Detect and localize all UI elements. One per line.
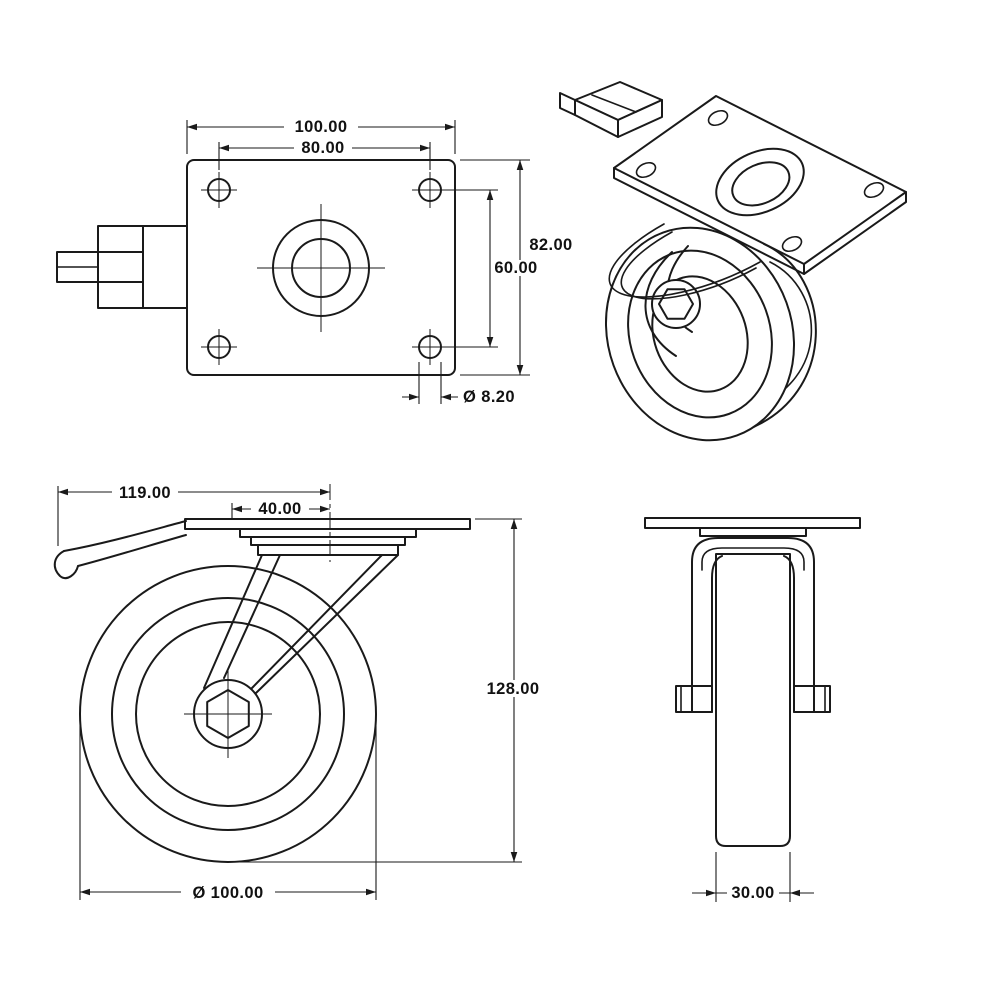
dim-hole-spacing-x: 80.00 <box>301 139 344 157</box>
bolt-holes <box>201 172 448 365</box>
front-axle-bolt-right <box>813 685 831 713</box>
iso-brake-pedal <box>559 81 663 138</box>
iso-plate <box>613 95 907 275</box>
front-dimensions: 30.00 <box>692 852 814 902</box>
side-wheel <box>79 565 377 863</box>
dim-wheel-diameter: Ø 100.00 <box>192 884 263 902</box>
iso-bolt-holes <box>635 109 885 253</box>
mounting-plate-outline <box>186 159 456 376</box>
plate-top-dimensions: 100.00 80.00 82.00 60.00 Ø 8.20 <box>186 118 578 406</box>
front-axle-bolt-left <box>675 685 693 713</box>
front-wheel <box>715 553 791 847</box>
iso-center-bore <box>715 147 805 217</box>
front-plate-raceway <box>644 517 861 537</box>
side-brake-pedal <box>53 520 187 580</box>
dim-plate-width: 100.00 <box>295 118 348 136</box>
side-plate-raceway <box>184 484 471 562</box>
side-dimensions: 119.00 40.00 128.00 Ø 100.00 <box>57 484 546 902</box>
brake-housing <box>56 225 188 309</box>
side-fork <box>184 554 399 758</box>
iso-wheel <box>604 226 817 442</box>
dim-plate-height: 82.00 <box>529 236 572 254</box>
iso-axle-hex-nut <box>658 288 694 320</box>
dim-hole-diameter: Ø 8.20 <box>463 388 515 406</box>
front-fork <box>675 537 831 713</box>
side-view: 119.00 40.00 128.00 Ø 100.00 <box>53 484 546 902</box>
dim-total-height: 128.00 <box>487 680 540 698</box>
dim-swivel-offset: 40.00 <box>258 500 301 518</box>
isometric-view <box>559 81 907 442</box>
dim-hole-spacing-y: 60.00 <box>494 259 537 277</box>
iso-fork <box>644 245 701 357</box>
iso-swivel-raceway <box>608 223 761 300</box>
iso-axle-boss <box>651 279 701 329</box>
front-view: 30.00 <box>644 517 861 902</box>
dim-total-offset: 119.00 <box>119 484 171 502</box>
plate-top-view: 100.00 80.00 82.00 60.00 Ø 8.20 <box>56 118 578 406</box>
dim-wheel-width: 30.00 <box>731 884 774 902</box>
center-bore <box>257 204 385 332</box>
